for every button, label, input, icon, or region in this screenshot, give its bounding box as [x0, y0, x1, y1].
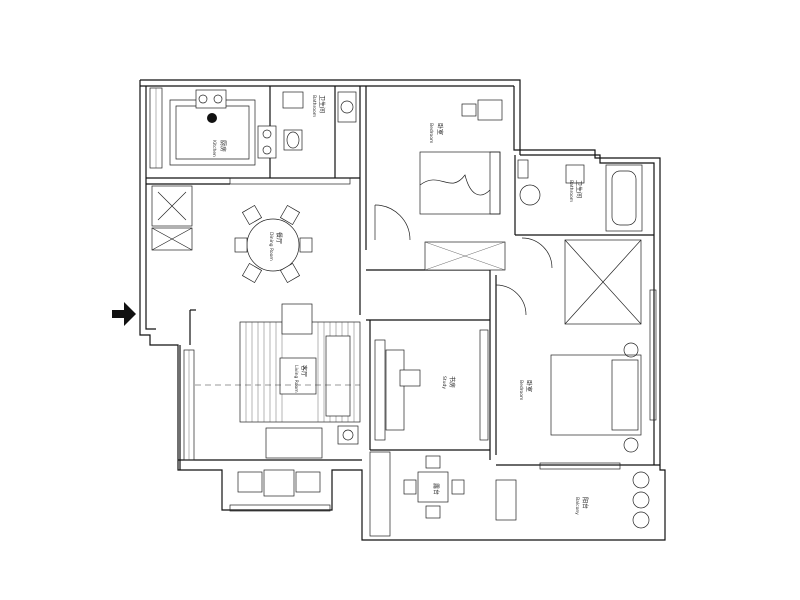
kitchen-sublabel: Kitchen	[211, 140, 217, 157]
windows	[149, 87, 657, 537]
bathroom-top-label: 卫生间	[318, 95, 326, 113]
balcony: 阳台 Balcony	[495, 471, 650, 529]
bedroom-top-sublabel: Bedroom	[428, 123, 434, 143]
living-room: 客厅 Living Room	[112, 302, 361, 459]
study-sublabel: Study	[441, 376, 447, 389]
terrace: 露台	[237, 455, 465, 519]
bathroom-right-label: 卫生间	[575, 180, 583, 198]
living-label: 客厅	[300, 365, 308, 377]
bathroom-top-sublabel: Bathroom	[311, 95, 317, 117]
dining-room: 餐厅 Dining Room	[151, 185, 313, 284]
bedroom-right: 卧室 Bedroom	[495, 237, 642, 453]
study: 书房 Study	[385, 349, 456, 431]
living-sublabel: Living Room	[293, 365, 299, 393]
balcony-label: 阳台	[581, 497, 589, 509]
dining-label: 餐厅	[275, 232, 283, 244]
bedroom-right-sublabel: Bedroom	[518, 380, 524, 400]
bedroom-top-label: 卧室	[436, 123, 444, 135]
bathroom-top: 卫生间 Bathroom	[229, 91, 357, 185]
bedroom-right-label: 卧室	[525, 380, 533, 392]
bathroom-right: 卫生间 Bathroom	[517, 159, 643, 232]
dining-sublabel: Dining Room	[268, 232, 274, 261]
entrance-arrow-icon	[112, 302, 136, 326]
bedroom-top: 卧室 Bedroom	[374, 99, 506, 271]
terrace-label: 露台	[432, 483, 440, 495]
study-label: 书房	[448, 376, 456, 388]
kitchen: 厨房 Kitchen	[169, 89, 277, 166]
balcony-sublabel: Balcony	[574, 497, 580, 515]
bathroom-right-sublabel: Bathroom	[568, 180, 574, 202]
kitchen-label: 厨房	[219, 140, 227, 152]
